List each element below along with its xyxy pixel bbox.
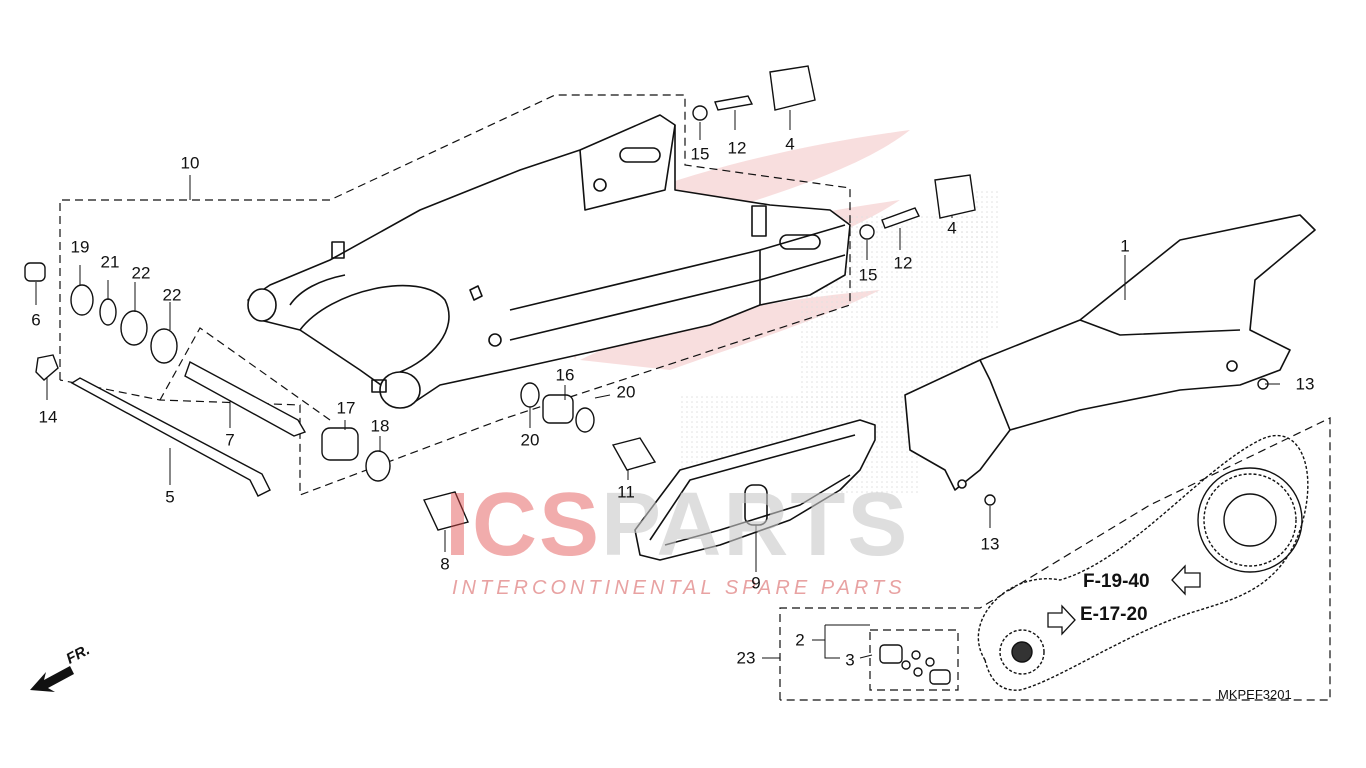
watermark-tagline: INTERCONTINENTAL SPARE PARTS <box>452 577 906 599</box>
callout-23: 23 <box>736 648 756 668</box>
callout-10: 10 <box>180 153 200 173</box>
callout-17: 17 <box>336 398 356 418</box>
group-box-swingarm <box>59 94 851 496</box>
reference-e-17-20[interactable]: E-17-20 <box>1080 604 1148 625</box>
reference-arrows <box>1047 564 1201 636</box>
callout-21: 21 <box>100 252 120 272</box>
callout-5: 5 <box>165 487 175 507</box>
callout-15: 15 <box>858 265 878 285</box>
swingarm <box>247 114 851 409</box>
callout-12: 12 <box>727 138 747 158</box>
callout-6: 6 <box>31 310 41 330</box>
drive-sprocket <box>999 629 1045 675</box>
callout-15: 15 <box>690 144 710 164</box>
callout-22: 22 <box>131 263 151 283</box>
chain-slider <box>634 419 876 561</box>
reference-f-19-40[interactable]: F-19-40 <box>1083 571 1150 592</box>
callout-20: 20 <box>616 382 636 402</box>
callout-18: 18 <box>370 416 390 436</box>
callout-7: 7 <box>225 430 235 450</box>
chain-guard <box>904 214 1316 491</box>
hardware-parts <box>24 65 1269 685</box>
callout-14: 14 <box>38 407 58 427</box>
callout-2: 2 <box>795 630 805 650</box>
callout-8: 8 <box>440 554 450 574</box>
callout-4: 4 <box>947 218 957 238</box>
group-box-chain <box>779 417 1331 701</box>
drive-chain <box>977 434 1309 691</box>
callout-12: 12 <box>893 253 913 273</box>
callout-19: 19 <box>70 237 90 257</box>
callout-1: 1 <box>1120 236 1130 256</box>
callout-9: 9 <box>751 573 761 593</box>
watermark-brand: ICSPARTS <box>445 475 910 575</box>
diagram-code: MKPEF3201 <box>1218 687 1292 702</box>
callout-16: 16 <box>555 365 575 385</box>
leader-lines <box>35 110 1280 659</box>
callout-13: 13 <box>1295 374 1315 394</box>
callout-20: 20 <box>520 430 540 450</box>
callout-4: 4 <box>785 134 795 154</box>
callout-11: 11 <box>617 482 635 502</box>
rear-sprocket <box>1197 467 1303 573</box>
callout-3: 3 <box>845 650 855 670</box>
callout-22: 22 <box>162 285 182 305</box>
callout-13: 13 <box>980 534 1000 554</box>
front-direction-arrow <box>30 666 74 692</box>
